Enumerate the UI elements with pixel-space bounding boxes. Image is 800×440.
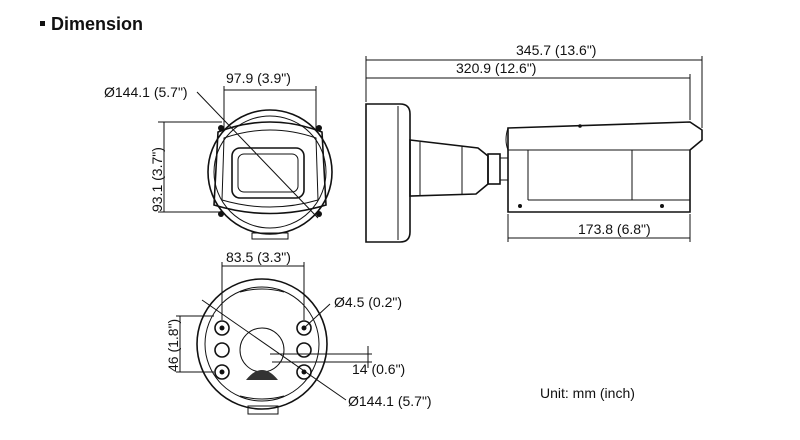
screw-icon [218, 125, 224, 131]
mount-hole-icon [296, 342, 312, 358]
base-diameter-label: Ø144.1 (5.7") [348, 393, 432, 409]
mount-hole-icon [296, 320, 312, 336]
screw-icon [316, 211, 322, 217]
base-outer-circle [196, 278, 328, 410]
side-body-length-label: 320.9 (12.6") [456, 60, 536, 76]
front-lens-window [231, 147, 305, 199]
base-slot [239, 288, 285, 293]
base-bottom-tab [247, 405, 279, 415]
side-view: 345.7 (13.6") 320.9 (12.6") 173.8 (6.8") [365, 42, 703, 243]
front-height-label: 93.1 (3.7") [149, 147, 165, 212]
screw-icon [518, 204, 522, 208]
mount-hole-center [219, 369, 225, 375]
base-diameter-leader [201, 299, 347, 401]
screw-icon [660, 204, 664, 208]
side-body-rear [505, 127, 509, 151]
bullet-icon [40, 21, 45, 26]
base-hole-leader [303, 303, 331, 329]
mount-hole-icon [296, 364, 312, 380]
screw-icon [578, 124, 582, 128]
side-total-length-label: 345.7 (13.6") [516, 42, 596, 58]
base-view: 83.5 (3.3") 46 (1.8") Ø4.5 (0.2") 14 (0.… [165, 249, 432, 415]
side-head-length-label: 173.8 (6.8") [578, 221, 651, 237]
front-diameter-label: Ø144.1 (5.7") [104, 84, 188, 100]
mount-hole-icon [214, 342, 230, 358]
front-outer-circle [207, 109, 333, 235]
base-inner-circle [204, 286, 320, 402]
section-heading: Dimension [40, 14, 143, 35]
base-depth-label: 14 (0.6") [352, 361, 405, 377]
side-joint-nut [499, 157, 509, 181]
mount-hole-icon [214, 364, 230, 380]
section-title: Dimension [51, 14, 144, 34]
base-cable-hole [239, 327, 285, 373]
base-height-label: 46 (1.8") [165, 319, 181, 372]
side-joint [487, 153, 501, 185]
front-hood [213, 121, 327, 215]
unit-label: Unit: mm (inch) [540, 385, 635, 401]
mount-hole-center [219, 325, 225, 331]
base-width-label: 83.5 (3.3") [226, 249, 291, 265]
base-slot [239, 395, 285, 400]
mount-hole-icon [214, 320, 230, 336]
front-diameter-leader [196, 91, 319, 219]
side-camera-body [507, 121, 703, 213]
mount-hole-center [301, 369, 307, 375]
front-lens-glass [237, 153, 299, 193]
base-cable-entry [246, 370, 278, 380]
side-wall-plate [365, 103, 411, 243]
front-width-label: 97.9 (3.9") [226, 70, 291, 86]
screw-icon [316, 125, 322, 131]
front-inner-circle [213, 115, 327, 229]
front-hood-inner [221, 129, 319, 208]
base-hole-label: Ø4.5 (0.2") [334, 294, 402, 310]
side-bracket-arm [409, 139, 489, 197]
front-bottom-tab [251, 232, 289, 240]
front-view: Ø144.1 (5.7") 97.9 (3.9") 93.1 (3.7") [104, 70, 333, 240]
